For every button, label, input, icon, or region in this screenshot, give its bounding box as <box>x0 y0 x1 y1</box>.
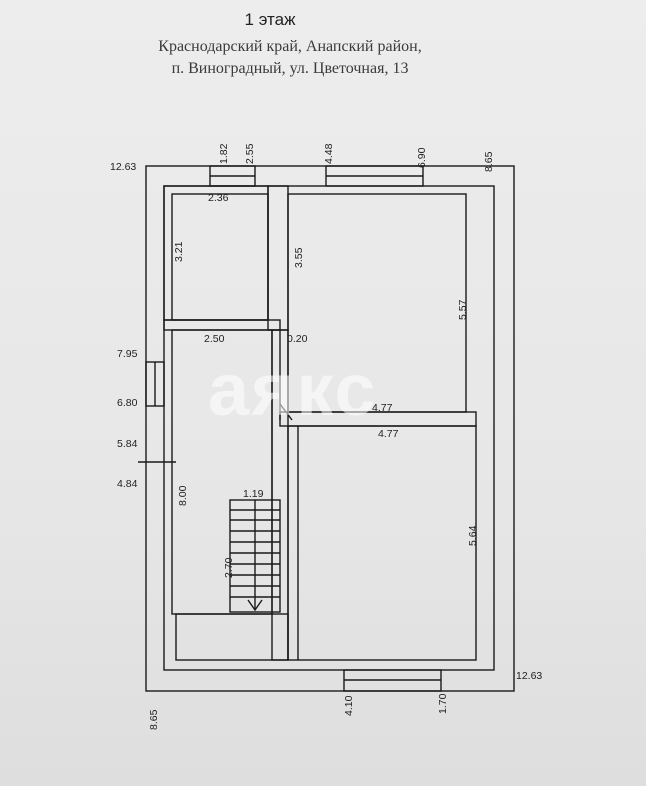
dim-top-left-corner: 12.63 <box>110 161 136 173</box>
dim-left-7-95: 7.95 <box>117 348 138 360</box>
dim-left-5-84: 5.84 <box>117 438 138 450</box>
dim-room-a-height: 3.21 <box>173 241 185 262</box>
dim-top-1-82: 1.82 <box>218 143 230 164</box>
dim-partition: 0.20 <box>287 333 308 345</box>
dim-bottom-1-70: 1.70 <box>437 693 449 714</box>
dim-partition-label: 4.77 <box>372 402 393 414</box>
staircase <box>229 499 281 613</box>
dim-room-d-width: 4.77 <box>378 428 399 440</box>
dim-left-4-84: 4.84 <box>117 478 138 490</box>
dim-left-6-80: 6.80 <box>117 397 138 409</box>
dim-top-6-90: 6.90 <box>416 147 428 168</box>
address-line-2: п. Виноградный, ул. Цветочная, 13 <box>171 60 409 77</box>
dim-top-4-48: 4.48 <box>323 143 335 164</box>
dim-room-a-width: 2.36 <box>208 192 229 204</box>
dim-stair-width: 1.19 <box>243 488 264 500</box>
address-line-1: Краснодарский край, Анапский район, <box>158 38 422 55</box>
dim-stair-length: 8.00 <box>177 485 189 506</box>
dim-room-d-side: 5.64 <box>467 525 479 546</box>
dim-top-2-55: 2.55 <box>244 143 256 164</box>
plan-walls <box>138 165 515 692</box>
dim-room-b-side: 5.57 <box>457 299 469 320</box>
floor-title: 1 этаж <box>244 10 296 29</box>
dim-right-bottom-corner: 12.63 <box>516 670 542 682</box>
dim-bottom-4-10: 4.10 <box>343 695 355 716</box>
dim-hall-width: 2.50 <box>204 333 225 345</box>
dim-top-8-65: 8.65 <box>483 151 495 172</box>
dim-bottom-8-65: 8.65 <box>148 709 160 730</box>
dim-stair-run: 2.70 <box>223 557 235 578</box>
room-d <box>287 425 477 661</box>
watermark: аякс <box>208 348 378 431</box>
dim-room-b-height: 3.55 <box>293 247 305 268</box>
